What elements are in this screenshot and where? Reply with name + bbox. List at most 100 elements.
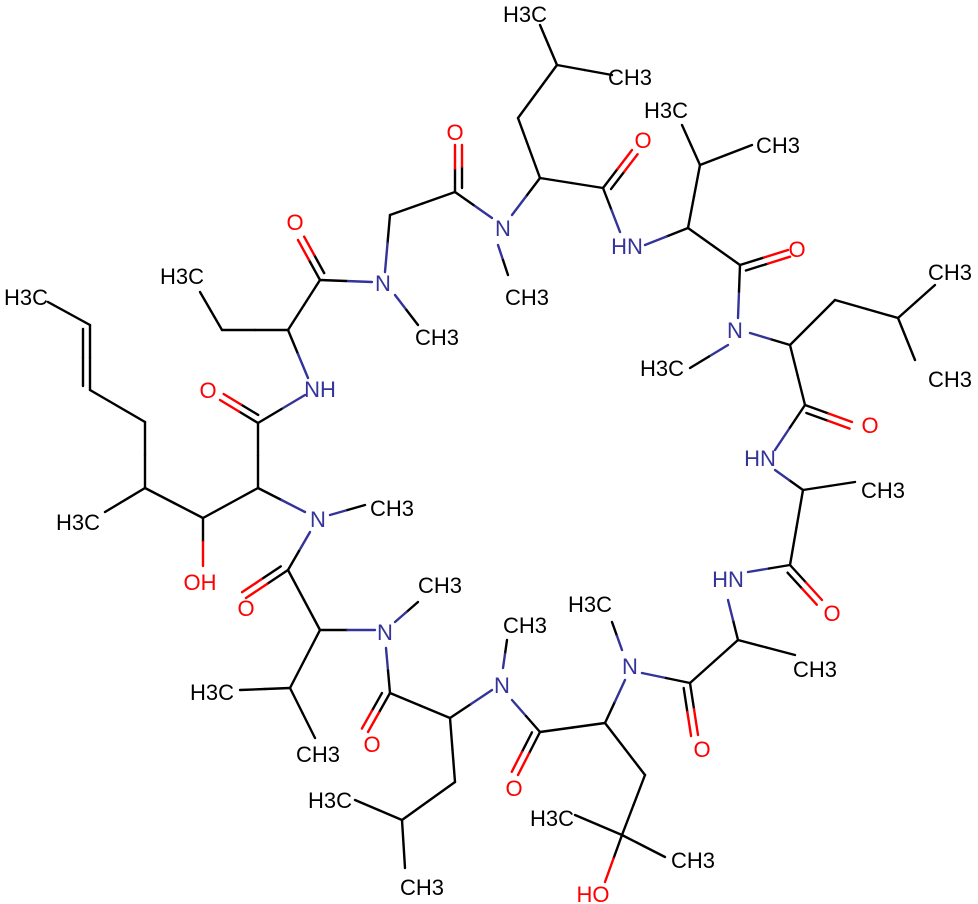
bond (744, 262, 770, 272)
bond (827, 480, 857, 488)
bond (788, 403, 807, 429)
atom-label: CH3 (861, 478, 905, 503)
bond (346, 503, 367, 512)
bond (827, 412, 854, 424)
atom-label: CH3 (928, 367, 972, 392)
bond (613, 678, 627, 703)
bond (603, 721, 627, 751)
bond (603, 700, 617, 725)
bond (601, 167, 619, 190)
bond (736, 290, 741, 320)
bond (632, 773, 647, 807)
bond (237, 410, 260, 425)
bond (665, 226, 690, 238)
bond (737, 263, 742, 293)
bond (222, 392, 243, 406)
bond (803, 403, 830, 415)
atom-label: CH3 (505, 285, 549, 310)
bond (312, 253, 326, 275)
bond (307, 258, 322, 282)
atom-label: CH3 (671, 848, 715, 873)
bond (516, 116, 531, 150)
bond (520, 731, 534, 754)
atom-label: HN (712, 567, 744, 592)
atom-label: O (199, 378, 216, 403)
bond (583, 68, 614, 77)
bond (288, 657, 307, 690)
atom-label: H3C (56, 510, 100, 535)
bond (302, 598, 322, 632)
bond (453, 190, 475, 207)
bond (800, 587, 819, 606)
bond (256, 486, 283, 502)
bond (688, 660, 716, 685)
bond (366, 711, 381, 734)
atom-label: H3C (308, 788, 352, 813)
atom-label: H3C (530, 806, 574, 831)
bond (640, 671, 668, 680)
bond (736, 638, 768, 649)
bond (201, 501, 232, 520)
bond (726, 598, 735, 622)
bond (712, 638, 740, 663)
bond (623, 153, 639, 173)
bond (623, 747, 647, 777)
atom-label: N (310, 507, 326, 532)
atom-label: H3C (640, 356, 684, 381)
bond (384, 646, 390, 672)
atom-label: O (634, 128, 651, 153)
bond (344, 279, 374, 284)
bond (686, 226, 716, 248)
bond (765, 646, 797, 657)
bond (610, 620, 619, 638)
bond (682, 686, 689, 714)
bond (801, 484, 831, 492)
bond (680, 123, 693, 147)
atom-label: O (505, 776, 522, 801)
bond (286, 328, 300, 356)
bond (388, 691, 422, 707)
bond (302, 235, 316, 257)
bond (686, 195, 696, 230)
atom-label: N (622, 654, 638, 679)
atom-label: O (363, 732, 380, 757)
bond (421, 190, 457, 205)
bond (538, 726, 574, 734)
bond (296, 352, 310, 380)
atom-label: O (823, 601, 840, 626)
atom-label: CH3 (928, 260, 972, 285)
bond (388, 202, 424, 217)
bond (288, 686, 304, 715)
bond (609, 170, 626, 191)
atom-label: O (861, 413, 878, 438)
bond (260, 565, 282, 581)
atom-label: H3C (4, 285, 48, 310)
bond (229, 486, 260, 505)
atom-label: H3C (568, 592, 612, 617)
bond (400, 818, 405, 846)
atom-label: N (495, 216, 511, 241)
bond (46, 300, 71, 315)
bond (510, 698, 528, 718)
bond (469, 688, 494, 706)
bond (547, 43, 559, 67)
bond (746, 567, 771, 574)
bond (724, 143, 754, 157)
bond (448, 716, 454, 752)
bond (503, 638, 509, 656)
bond (538, 23, 550, 47)
bond (536, 63, 559, 93)
bond (865, 307, 900, 320)
bond (610, 208, 622, 234)
bond (804, 581, 824, 602)
bond (240, 578, 263, 594)
bond (318, 278, 348, 283)
bond (616, 148, 634, 171)
atom-label: OH (184, 570, 217, 595)
bond (573, 813, 600, 827)
atom-label: CH3 (400, 875, 444, 900)
bond (811, 298, 837, 324)
bond (286, 303, 306, 332)
bond (905, 337, 917, 362)
bond (773, 468, 791, 482)
